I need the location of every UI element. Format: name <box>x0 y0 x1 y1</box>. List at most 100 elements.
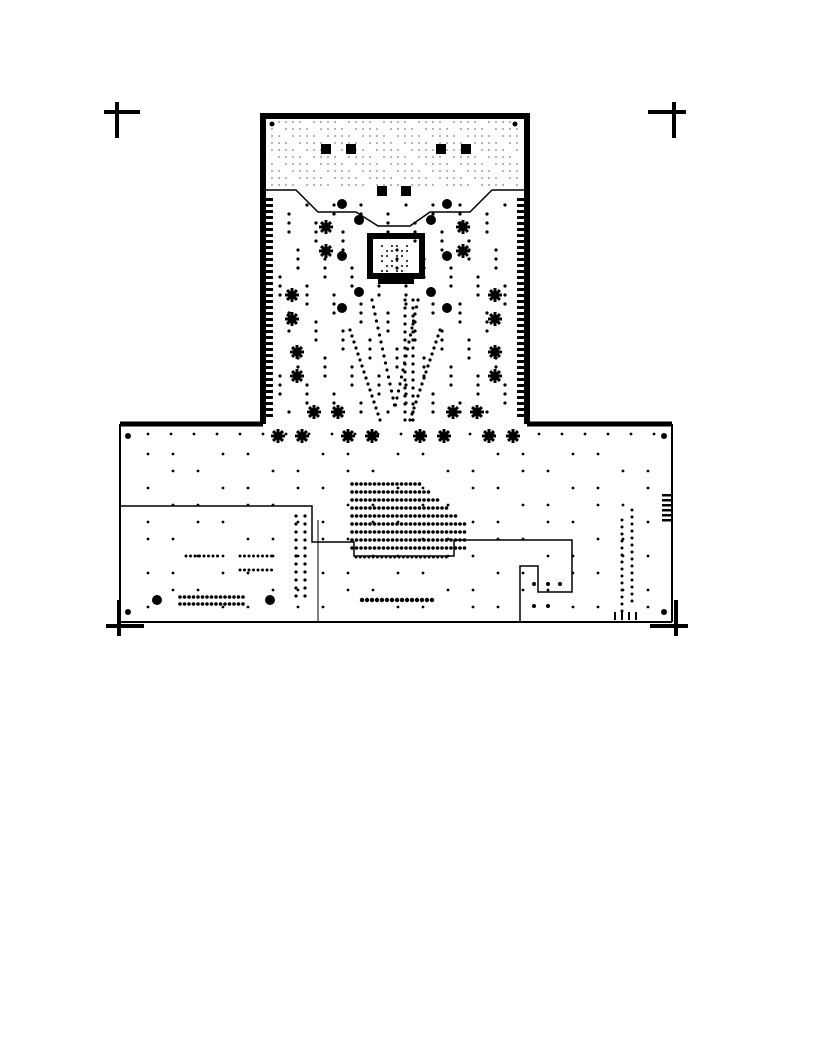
pour-dot <box>278 156 280 158</box>
via <box>411 306 415 310</box>
bga-ball <box>395 546 399 550</box>
via <box>546 588 550 592</box>
via <box>446 469 450 473</box>
large-via <box>337 303 347 313</box>
pad <box>191 602 196 606</box>
via <box>359 320 363 324</box>
via <box>630 543 634 547</box>
edge-pad <box>517 306 524 309</box>
pad <box>419 597 425 603</box>
bga-ball <box>363 546 368 550</box>
via <box>485 410 489 414</box>
edge-pad <box>517 228 524 231</box>
pad <box>227 595 232 599</box>
via <box>621 469 625 473</box>
via <box>431 392 435 396</box>
pour-dot <box>327 184 329 186</box>
pour-dot <box>425 184 427 186</box>
bga-ball <box>417 514 422 518</box>
pour-dot <box>474 128 476 130</box>
pad <box>261 554 264 558</box>
pad <box>238 568 242 572</box>
via <box>485 230 489 234</box>
via <box>496 452 500 456</box>
bga-ball <box>372 498 377 502</box>
via <box>399 375 404 379</box>
via <box>296 266 300 270</box>
bga-ball <box>449 514 453 518</box>
pour-dot <box>292 170 294 172</box>
bga-ball <box>404 530 408 534</box>
pour-dot <box>502 128 504 130</box>
via <box>404 203 408 207</box>
edge-pad <box>266 210 273 213</box>
via <box>377 383 381 387</box>
bga-ball <box>359 514 363 518</box>
pad <box>214 602 218 606</box>
bga-ball <box>390 530 395 534</box>
via <box>296 469 300 473</box>
via <box>421 571 425 575</box>
pour-dot <box>516 142 518 144</box>
via <box>246 452 250 456</box>
via <box>346 571 350 575</box>
bga-ball <box>386 482 390 486</box>
via <box>411 322 415 326</box>
bga-ball <box>354 498 359 502</box>
via <box>314 338 318 342</box>
edge-pad <box>266 264 273 267</box>
via <box>476 284 480 288</box>
bga-ball <box>417 530 422 534</box>
bga-ball <box>426 538 431 542</box>
via <box>596 452 600 456</box>
via <box>431 401 435 405</box>
via <box>332 302 336 306</box>
via <box>146 452 150 456</box>
via <box>467 257 471 261</box>
via <box>341 329 345 333</box>
edge-pad <box>517 336 524 339</box>
bga-ball <box>359 530 363 534</box>
pad <box>261 568 264 572</box>
via <box>221 605 225 609</box>
via <box>350 275 354 279</box>
via <box>485 212 489 216</box>
via <box>571 605 575 609</box>
via <box>350 365 354 369</box>
pour-dot <box>299 142 301 144</box>
bga-ball <box>440 530 444 534</box>
pour-dot <box>425 177 427 179</box>
via <box>403 378 407 382</box>
edge-pad <box>517 252 524 255</box>
bga-ball <box>363 498 368 502</box>
via <box>646 554 650 558</box>
ic-pin <box>381 260 383 262</box>
ic-pin <box>381 270 383 272</box>
via <box>630 578 634 582</box>
via <box>305 203 309 207</box>
via <box>305 293 309 297</box>
pour-dot <box>481 163 483 165</box>
pour-dot <box>404 121 406 123</box>
via <box>374 319 379 323</box>
bga-ball <box>377 490 381 494</box>
pad <box>424 597 430 603</box>
via <box>402 361 407 365</box>
ic-pin <box>386 270 388 272</box>
pour-dot <box>390 163 392 165</box>
pour-dot <box>460 128 462 130</box>
pad <box>187 602 191 606</box>
edge-pad <box>662 494 672 497</box>
via <box>630 522 634 526</box>
via <box>630 536 634 540</box>
via <box>471 520 475 524</box>
pour-dot <box>502 163 504 165</box>
via <box>546 503 550 507</box>
via <box>416 394 420 398</box>
edge-pad <box>266 384 273 387</box>
pour-dot <box>355 184 357 186</box>
thermal-pad <box>271 429 285 443</box>
bga-ball <box>399 490 404 494</box>
via <box>620 518 624 522</box>
via <box>221 554 225 558</box>
